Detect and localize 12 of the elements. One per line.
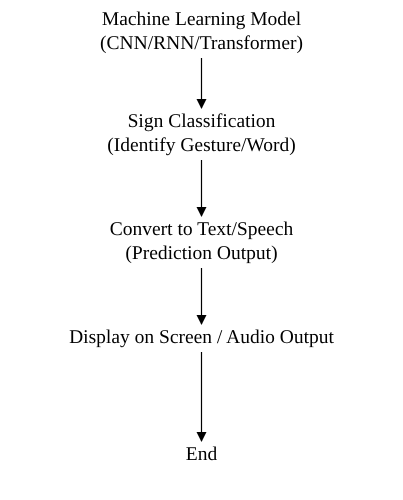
arrow: [196, 160, 206, 217]
arrow: [196, 268, 206, 325]
step-label: End: [186, 443, 218, 467]
step-label: (Prediction Output): [125, 242, 278, 266]
arrow: [196, 352, 206, 442]
step-label: (CNN/RNN/Transformer): [100, 32, 303, 56]
step-label: (Identify Gesture/Word): [107, 134, 296, 158]
step-label: Display on Screen / Audio Output: [69, 326, 334, 350]
step-label: Convert to Text/Speech: [110, 218, 294, 242]
step-label: Sign Classification: [128, 110, 276, 134]
step-label: Machine Learning Model: [102, 8, 302, 32]
arrow: [196, 58, 206, 109]
